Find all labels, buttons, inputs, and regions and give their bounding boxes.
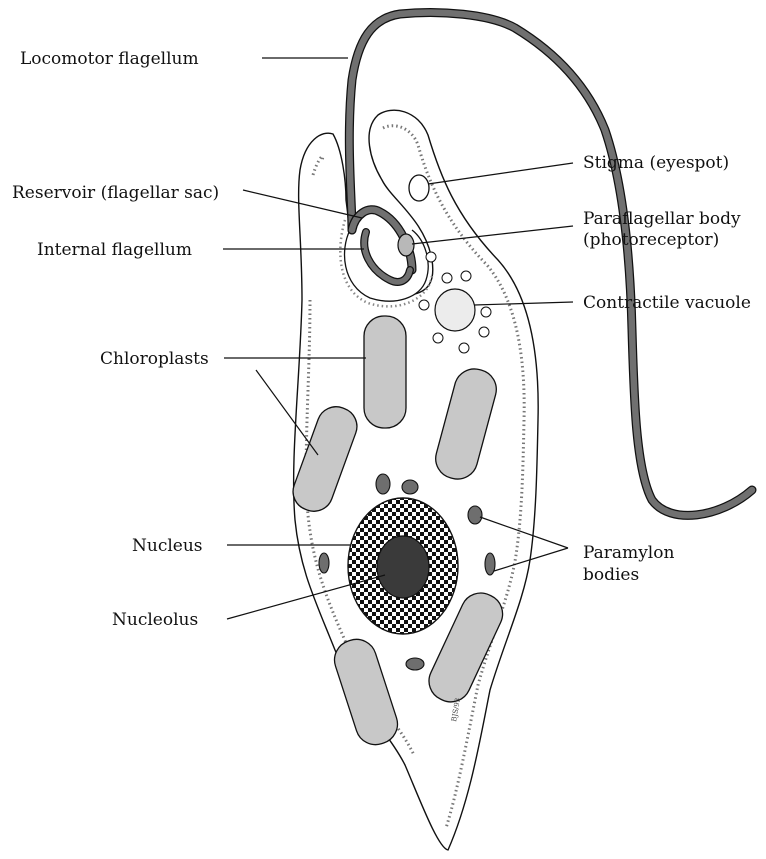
label-nucleolus: Nucleolus [112, 610, 198, 630]
label-reservoir: Reservoir (flagellar sac) [12, 183, 219, 203]
label-locomotor-flagellum: Locomotor flagellum [20, 49, 199, 69]
label-chloroplasts: Chloroplasts [100, 349, 209, 369]
label-photoreceptor: (photoreceptor) [583, 230, 719, 250]
paraflagellar-body [398, 234, 414, 256]
label-stigma: Stigma (eyespot) [583, 153, 729, 173]
label-paramylon-bodies: bodies [583, 565, 639, 585]
nucleolus [377, 536, 429, 598]
label-contractile-vacuole: Contractile vacuole [583, 293, 751, 313]
stigma [409, 175, 429, 201]
label-internal-flagellum: Internal flagellum [37, 240, 192, 260]
label-nucleus: Nucleus [132, 536, 203, 556]
label-paramylon: Paramylon [583, 543, 674, 563]
label-paraflagellar-body: Paraflagellar body [583, 209, 741, 229]
